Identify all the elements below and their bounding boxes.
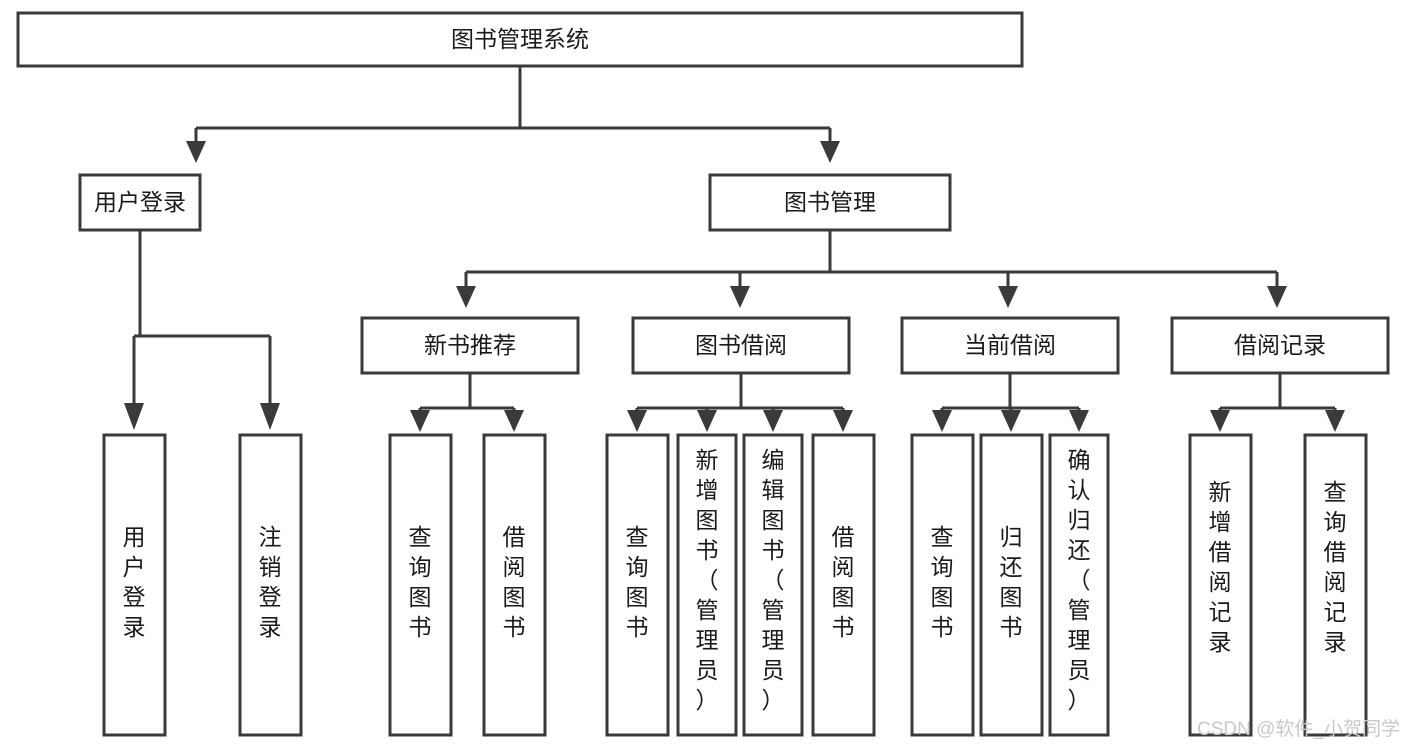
leaf-node-query-book-2[interactable]: 查询图书: [605, 433, 670, 737]
node-new-book-rec[interactable]: 新书推荐: [360, 316, 580, 375]
leaf-node-return-book-label: 归还图书: [1000, 524, 1023, 640]
leaf-node-add-book-admin-label: 新增图书（管理员）: [696, 447, 719, 713]
leaf-node-confirm-return-box[interactable]: [1048, 433, 1110, 737]
leaf-node-return-book[interactable]: 归还图书: [979, 433, 1044, 737]
arrow-head-leaf-user-login: [124, 403, 144, 430]
leaf-node-confirm-return-label: 确认归还（管理员）: [1068, 447, 1091, 713]
connector-group-borrow-record: [1210, 373, 1345, 432]
connector-group-root: [186, 66, 840, 163]
arrow-head-leaf-query-record: [1325, 410, 1345, 432]
node-root-book-management-system[interactable]: 图书管理系统: [16, 11, 1024, 68]
leaf-node-query-record[interactable]: 查询借阅记录: [1303, 433, 1368, 737]
node-new-book-rec-label: 新书推荐: [424, 332, 516, 358]
node-root-label: 图书管理系统: [451, 26, 589, 52]
leaf-node-add-record[interactable]: 新增借阅记录: [1188, 433, 1253, 737]
leaf-node-query-book-1[interactable]: 查询图书: [388, 433, 453, 737]
leaf-node-borrow-book-2-box[interactable]: [811, 433, 876, 737]
leaf-node-user-logout-label: 注销登录: [259, 524, 282, 640]
connector-group-book-borrow: [627, 373, 853, 432]
leaf-node-query-book-1-box[interactable]: [388, 433, 453, 737]
leaf-node-add-book-admin[interactable]: 新增图书（管理员）: [676, 433, 738, 737]
node-book-manage-box[interactable]: [708, 173, 952, 232]
leaf-node-add-record-label: 新增借阅记录: [1209, 479, 1232, 655]
leaf-node-query-book-2-label: 查询图书: [626, 524, 649, 640]
node-user-login-box[interactable]: [78, 173, 202, 232]
arrow-head-leaf-user-logout: [260, 403, 280, 430]
arrow-head-leaf-add-record: [1210, 410, 1230, 432]
leaf-node-user-login-label: 用户登录: [123, 524, 146, 640]
leaf-node-query-record-box[interactable]: [1303, 433, 1368, 737]
connector-group-book-manage: [456, 230, 1287, 308]
node-borrow-record-label: 借阅记录: [1234, 332, 1326, 358]
leaf-node-user-logout-box[interactable]: [238, 433, 303, 737]
node-borrow-record[interactable]: 借阅记录: [1170, 316, 1390, 375]
leaf-node-user-login-box[interactable]: [102, 433, 167, 737]
arrow-head-leaf-query-book-2: [627, 410, 647, 432]
watermark-label: CSDN @软件_小贺同学: [1197, 718, 1400, 740]
leaf-node-confirm-return[interactable]: 确认归还（管理员）: [1048, 433, 1110, 737]
connector-group-current-borrow: [932, 373, 1089, 432]
leaf-node-edit-book-admin[interactable]: 编辑图书（管理员）: [742, 433, 804, 737]
connector-group-new-book-rec: [410, 373, 524, 432]
arrow-head-leaf-return-book: [1001, 410, 1021, 432]
leaf-node-borrow-book-1-label: 借阅图书: [503, 524, 526, 640]
node-current-borrow-box[interactable]: [900, 316, 1120, 375]
node-current-borrow-label: 当前借阅: [964, 332, 1056, 358]
node-borrow-record-box[interactable]: [1170, 316, 1390, 375]
leaf-node-query-book-2-box[interactable]: [605, 433, 670, 737]
arrow-head-user-login: [186, 141, 206, 163]
leaf-node-user-login[interactable]: 用户登录: [102, 433, 167, 737]
node-book-borrow[interactable]: 图书借阅: [631, 316, 851, 375]
leaf-node-borrow-book-2[interactable]: 借阅图书: [811, 433, 876, 737]
leaf-node-query-book-3-box[interactable]: [910, 433, 975, 737]
leaf-node-user-logout[interactable]: 注销登录: [238, 433, 303, 737]
leaf-node-query-record-label: 查询借阅记录: [1324, 479, 1347, 655]
arrow-head-book-borrow: [730, 286, 750, 308]
arrow-head-current-borrow: [998, 286, 1018, 308]
node-user-login[interactable]: 用户登录: [78, 173, 202, 232]
node-root-box[interactable]: [16, 11, 1024, 68]
arrow-head-leaf-query-book-1: [410, 410, 430, 432]
arrow-head-leaf-borrow-book-2: [833, 410, 853, 432]
leaf-node-return-book-box[interactable]: [979, 433, 1044, 737]
node-book-borrow-box[interactable]: [631, 316, 851, 375]
leaf-node-add-record-box[interactable]: [1188, 433, 1253, 737]
leaf-node-add-book-admin-box[interactable]: [676, 433, 738, 737]
arrow-head-leaf-add-book-admin: [697, 410, 717, 432]
arrow-head-borrow-record: [1267, 286, 1287, 308]
leaf-node-edit-book-admin-label: 编辑图书（管理员）: [762, 447, 785, 713]
leaf-node-query-book-3-label: 查询图书: [931, 524, 954, 640]
node-current-borrow[interactable]: 当前借阅: [900, 316, 1120, 375]
leaf-node-query-book-3[interactable]: 查询图书: [910, 433, 975, 737]
arrow-head-leaf-query-book-3: [932, 410, 952, 432]
connector-group-user-login: [124, 230, 280, 430]
leaf-node-borrow-book-1[interactable]: 借阅图书: [482, 433, 547, 737]
leaf-node-query-book-1-label: 查询图书: [409, 524, 432, 640]
node-user-login-label: 用户登录: [94, 189, 186, 215]
arrow-head-book-manage: [820, 141, 840, 163]
node-book-manage[interactable]: 图书管理: [708, 173, 952, 232]
arrow-head-new-book-rec: [456, 286, 476, 308]
leaf-node-borrow-book-2-label: 借阅图书: [832, 524, 855, 640]
leaf-node-edit-book-admin-box[interactable]: [742, 433, 804, 737]
node-new-book-rec-box[interactable]: [360, 316, 580, 375]
arrow-head-leaf-edit-book-admin: [763, 410, 783, 432]
node-book-manage-label: 图书管理: [784, 189, 876, 215]
node-book-borrow-label: 图书借阅: [695, 332, 787, 358]
leaf-node-borrow-book-1-box[interactable]: [482, 433, 547, 737]
arrow-head-leaf-confirm-return: [1069, 410, 1089, 432]
arrow-head-leaf-borrow-book-1: [504, 410, 524, 432]
